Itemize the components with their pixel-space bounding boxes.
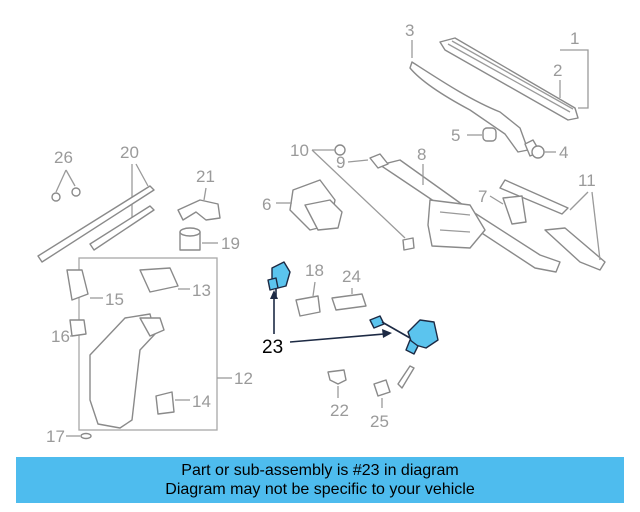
svg-text:14: 14 [192, 392, 211, 411]
callout-8: 8 [417, 145, 426, 185]
callout-23: 23 [262, 290, 392, 358]
svg-text:5: 5 [451, 126, 460, 145]
callout-12: 12 [217, 369, 253, 388]
washer-part-4: 4 [531, 143, 568, 162]
wiper-blade-part [409, 37, 579, 157]
callout-16: 16 [51, 327, 72, 346]
svg-text:20: 20 [120, 143, 139, 162]
nut-part-5: 5 [451, 126, 497, 145]
svg-text:22: 22 [330, 401, 349, 420]
wiper-motor-part-6: 6 [262, 179, 343, 231]
svg-text:18: 18 [305, 261, 324, 280]
callout-2: 2 [553, 61, 562, 98]
svg-text:15: 15 [105, 290, 124, 309]
svg-text:26: 26 [54, 148, 73, 167]
callout-17: 17 [46, 427, 92, 446]
svg-text:24: 24 [342, 267, 361, 286]
connector-part-25: 25 [370, 365, 415, 431]
bracket-part-18: 18 [295, 261, 324, 317]
svg-text:2: 2 [553, 61, 562, 80]
callout-3: 3 [405, 21, 414, 58]
hose-part-21: 21 [177, 167, 221, 221]
svg-text:16: 16 [51, 327, 70, 346]
banner-line-2: Diagram may not be specific to your vehi… [165, 481, 475, 498]
parts-diagram: 3 1 2 5 4 10 9 8 [37, 21, 606, 446]
svg-text:17: 17 [46, 427, 65, 446]
svg-text:4: 4 [559, 143, 568, 162]
banner-line-1: Part or sub-assembly is #23 in diagram [181, 462, 459, 479]
info-banner: Part or sub-assembly is #23 in diagram D… [16, 457, 624, 503]
grommet-part-19: 19 [179, 227, 240, 253]
gas-strut-part-20: 20 [37, 143, 155, 263]
callout-15: 15 [90, 290, 124, 309]
svg-text:11: 11 [578, 171, 596, 190]
svg-text:7: 7 [478, 187, 487, 206]
callout-11: 11 [569, 171, 601, 261]
svg-text:10: 10 [290, 141, 309, 160]
svg-text:6: 6 [262, 195, 271, 214]
callout-13: 13 [178, 281, 211, 300]
svg-text:25: 25 [370, 412, 389, 431]
cap-part-24: 24 [331, 267, 367, 311]
clip-part-22: 22 [327, 369, 349, 420]
wiper-linkage-part [334, 144, 606, 273]
svg-text:8: 8 [417, 145, 426, 164]
highlighted-part-23[interactable] [267, 261, 439, 355]
svg-text:3: 3 [405, 21, 414, 40]
svg-text:13: 13 [192, 281, 211, 300]
callout-14: 14 [175, 392, 211, 411]
svg-text:23: 23 [262, 337, 283, 358]
callout-7: 7 [478, 187, 504, 206]
callout-1: 1 [560, 29, 589, 109]
svg-text:12: 12 [234, 369, 253, 388]
svg-text:21: 21 [196, 167, 215, 186]
reservoir-part [66, 257, 218, 431]
svg-text:19: 19 [221, 234, 240, 253]
callout-9: 9 [336, 153, 369, 172]
callout-26: 26 [51, 148, 81, 202]
svg-text:1: 1 [570, 29, 579, 48]
svg-text:9: 9 [336, 153, 345, 172]
callout-10: 10 [290, 141, 406, 239]
